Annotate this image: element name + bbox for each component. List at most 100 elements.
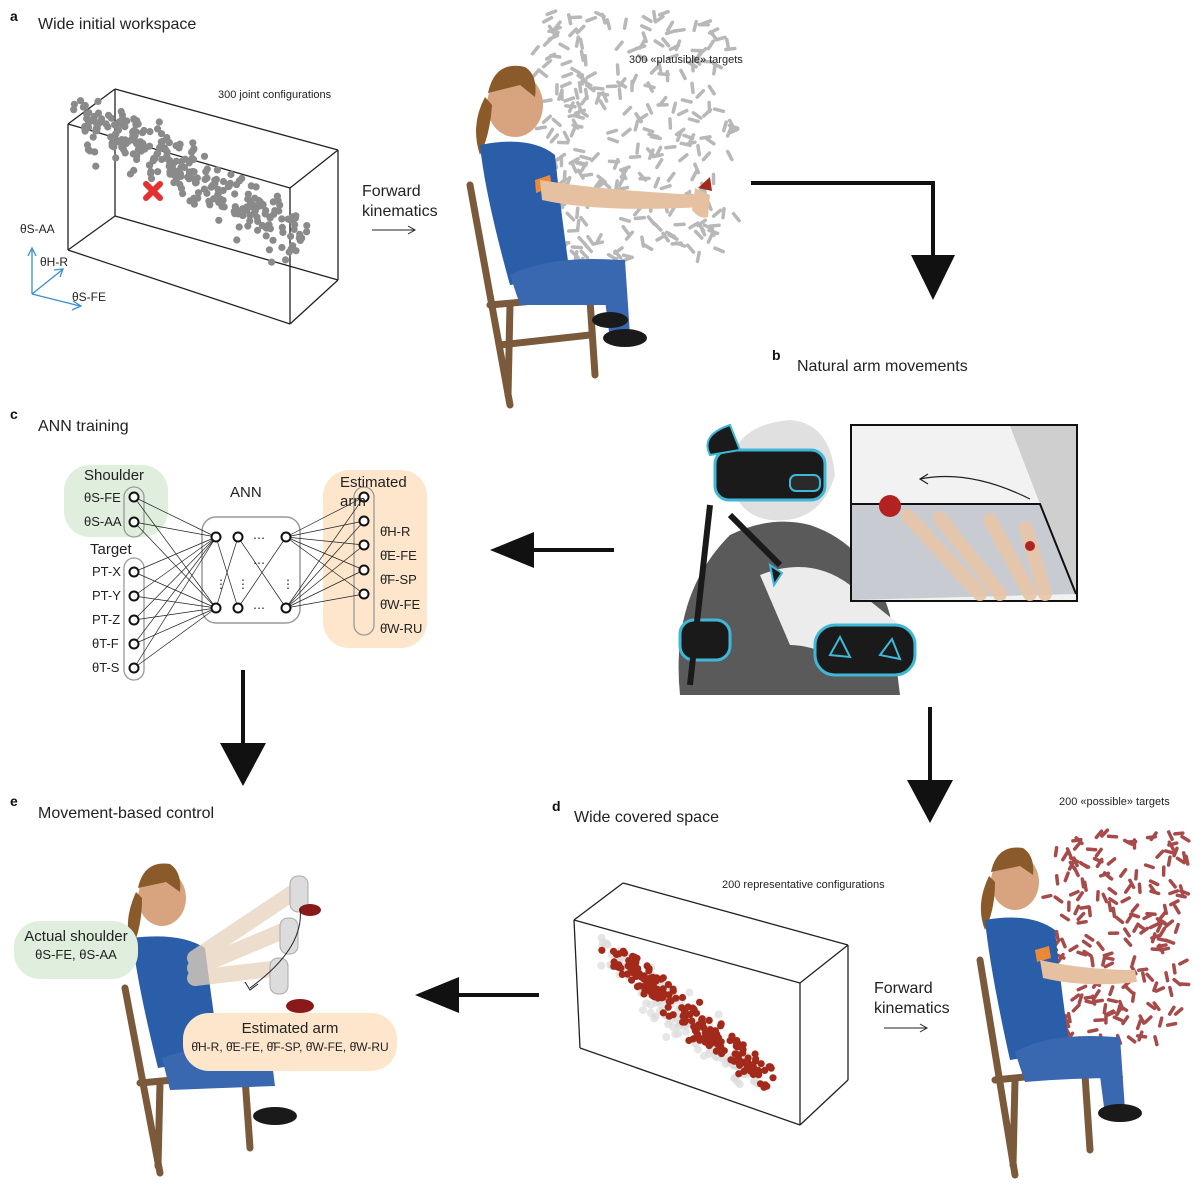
possible-target <box>1148 922 1160 930</box>
plausible-target <box>693 229 704 240</box>
possible-target <box>1094 829 1104 840</box>
plausible-target <box>547 24 557 36</box>
faint-dot <box>658 1001 667 1010</box>
ann-node <box>128 491 140 503</box>
plausible-target <box>655 158 664 170</box>
plausible-target <box>690 59 695 73</box>
possible-target <box>1156 937 1168 943</box>
plausible-target <box>613 246 624 255</box>
plausible-target <box>700 59 713 64</box>
possible-target <box>1155 922 1163 933</box>
config-dot <box>246 197 254 205</box>
ann-connection <box>133 496 217 609</box>
plausible-target <box>684 140 697 147</box>
representative-dot <box>769 1074 777 1082</box>
possible-target <box>1111 906 1117 919</box>
estimated-arm-label-e: Estimated arm <box>241 1020 339 1037</box>
plausible-target <box>667 205 676 217</box>
possible-target <box>1178 982 1191 987</box>
representative-dot <box>694 1021 703 1029</box>
possible-target <box>1083 995 1095 1000</box>
plausible-target <box>579 249 590 260</box>
possible-target <box>1108 985 1115 997</box>
possible-target <box>1168 985 1174 998</box>
plausible-target <box>540 98 553 104</box>
possible-target <box>1135 1034 1148 1039</box>
possible-target <box>1054 929 1060 942</box>
possible-target <box>1066 1011 1072 1024</box>
possible-target <box>1077 993 1084 1005</box>
input-t-s: θT-S <box>92 660 120 675</box>
config-dot <box>166 170 174 178</box>
config-dot <box>239 212 247 220</box>
plausible-target <box>702 108 713 118</box>
representative-dot <box>698 1015 706 1023</box>
ann-connection <box>285 496 365 609</box>
plausible-target <box>563 96 576 103</box>
plausible-target <box>707 228 720 236</box>
possible-target <box>1167 841 1179 847</box>
possible-target <box>1157 1016 1164 1028</box>
svg-text:⋯: ⋯ <box>253 556 265 570</box>
config-dot <box>232 206 240 214</box>
plausible-target <box>712 107 726 114</box>
representative-dot <box>669 985 677 993</box>
config-dot <box>194 189 203 197</box>
config-dot <box>70 100 78 108</box>
possible-target <box>1094 847 1103 858</box>
possible-target <box>1157 919 1169 926</box>
representative-dot <box>735 1070 743 1078</box>
possible-target <box>1090 955 1095 968</box>
plausible-target <box>600 12 607 25</box>
plausible-target <box>617 77 627 88</box>
plausible-target <box>666 171 676 183</box>
plausible-target <box>691 111 703 120</box>
config-dot <box>269 236 277 244</box>
representative-dot <box>751 1057 760 1065</box>
possible-target <box>1137 882 1142 895</box>
actual-shoulder-bubble: Actual shoulder θS-FE, θS-AA <box>14 921 138 979</box>
plausible-target <box>702 223 715 231</box>
plausible-target <box>615 63 620 76</box>
ann-node <box>128 638 140 650</box>
svg-text:⋯: ⋯ <box>253 531 265 545</box>
plausible-target <box>692 52 703 63</box>
ann-connection <box>237 536 287 609</box>
plausible-target <box>646 215 656 226</box>
possible-target <box>1152 1001 1161 1012</box>
plausible-target <box>614 40 624 51</box>
possible-target <box>1143 1015 1153 1025</box>
config-dot <box>155 118 163 126</box>
svg-text:⋮: ⋮ <box>282 577 294 591</box>
plausible-target <box>573 147 586 154</box>
ann-connection <box>133 536 217 669</box>
small-arrow-right-bottom <box>884 1023 929 1033</box>
plausible-target <box>552 20 562 31</box>
plausible-target <box>606 128 619 135</box>
config-dot <box>290 225 298 233</box>
plausible-target <box>727 123 740 130</box>
plausible-target <box>687 117 700 124</box>
seated-figure-possible-targets <box>976 828 1191 1179</box>
config-dot <box>102 120 110 128</box>
plausible-target <box>570 245 584 250</box>
possible-target <box>1041 893 1053 900</box>
config-dot <box>278 215 286 223</box>
faint-dot <box>597 933 606 942</box>
representative-dot <box>732 1042 740 1050</box>
config-dot <box>292 212 300 220</box>
config-dot <box>111 130 120 138</box>
possible-target <box>1102 951 1114 958</box>
axis-label-s-fe: θS-FE <box>72 290 107 304</box>
plausible-target <box>541 114 553 125</box>
output-w-fe: θ̂W-FE <box>380 597 421 612</box>
plausible-target <box>721 206 726 220</box>
faint-dot <box>662 1033 671 1041</box>
possible-target <box>1075 891 1084 902</box>
possible-target <box>1065 847 1073 859</box>
ann-connection <box>133 607 217 645</box>
output-w-ru: θ̂W-RU <box>380 621 423 636</box>
possible-target <box>1128 878 1136 890</box>
plausible-target <box>704 136 716 146</box>
panel-d-title: Wide covered space <box>574 809 719 826</box>
